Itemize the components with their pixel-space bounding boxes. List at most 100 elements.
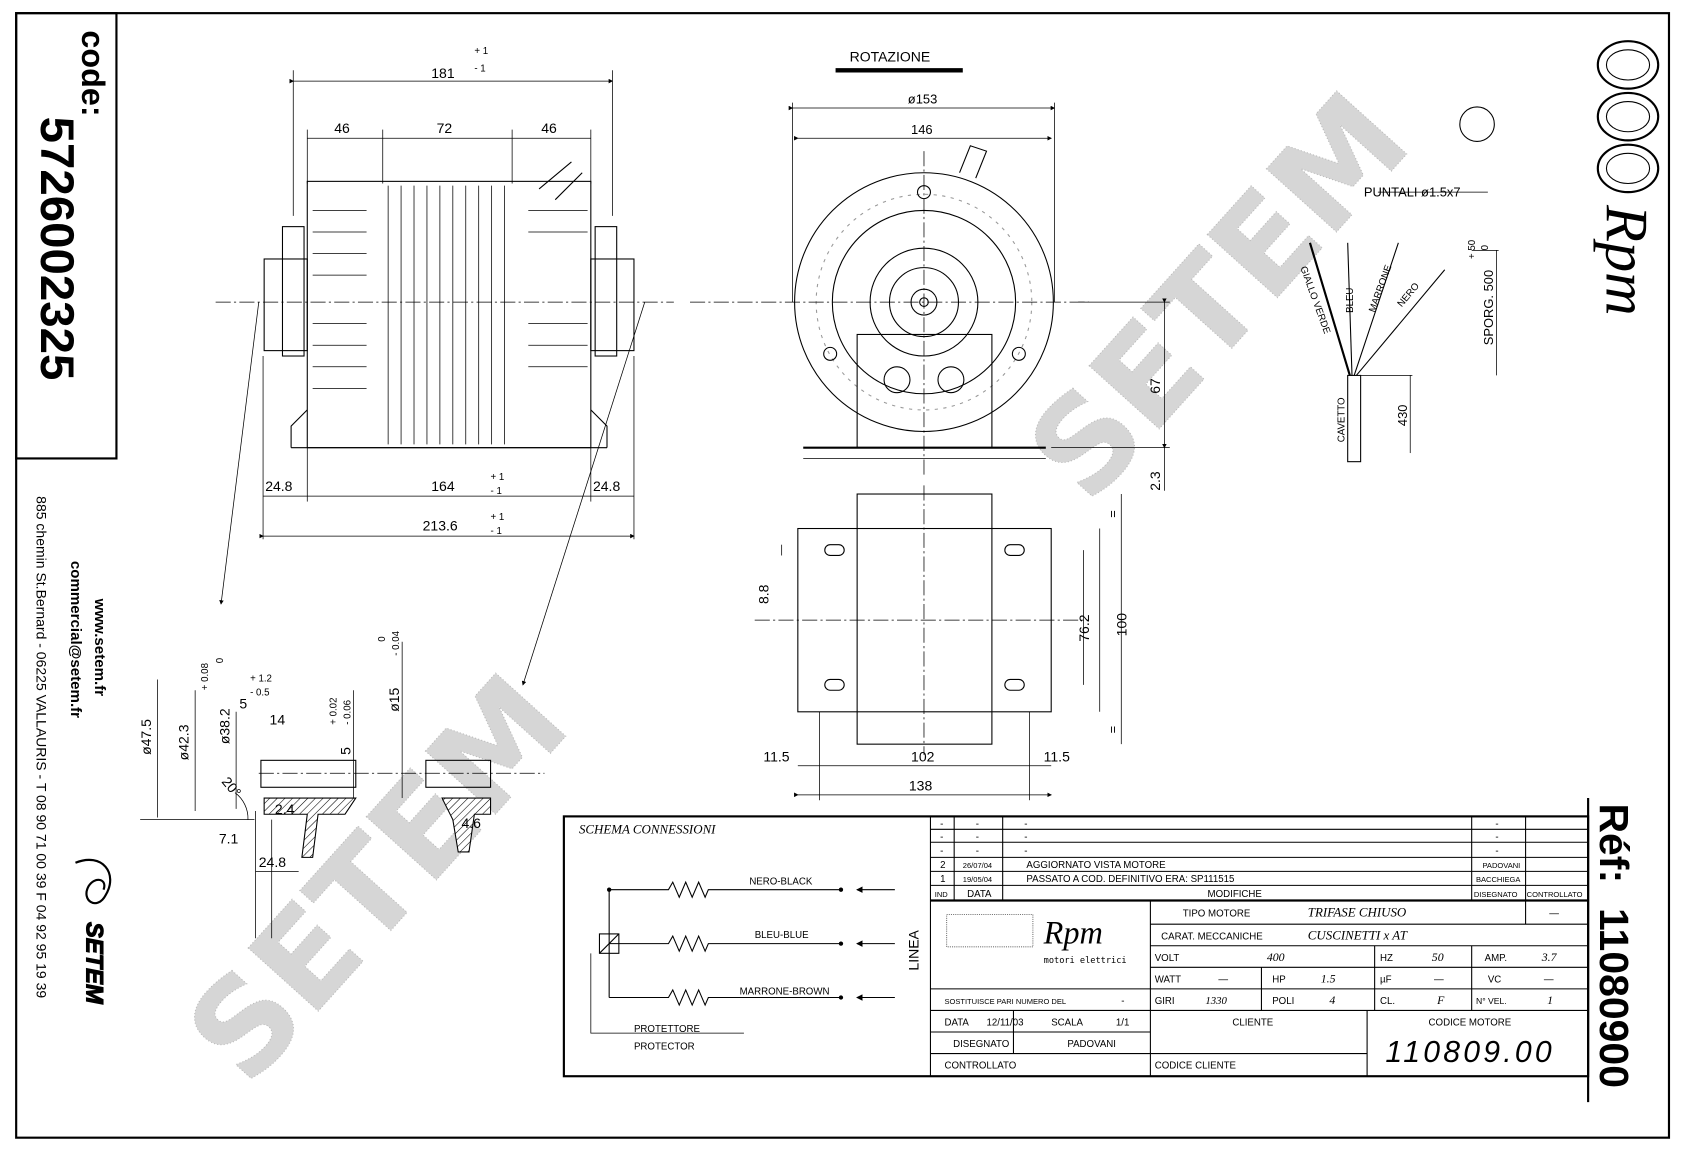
revisions-rows-3-date: 26/07/04 [963,861,992,870]
detail_view-dims-d42: ø42.3 [176,724,192,760]
contact-info: www.setem.fr commercial@setem.fr 885 che… [34,496,112,1005]
title_block-scala: 1/1 [1116,1018,1129,1029]
revisions-rows-0-date: - [976,819,979,830]
company-logo: Rpm motori elettrici [946,913,1127,966]
setem-brand: SETEM [80,922,106,1005]
revisions-headers-date: DATA [967,889,992,900]
title_block-uf: — [1434,974,1444,985]
side_view-dims-bottom_right: 24.8 [593,478,620,494]
revisions-rows-1-ind: - [940,832,943,843]
title_block-vc_label: VC [1488,974,1501,985]
schema-lines-0: NERO-BLACK [749,876,813,887]
detail_view-dims-d38_tol_plus: + 0.08 [200,663,211,690]
revisions-rows-4-drawn: BACCHIEGA [1476,875,1521,884]
title_block-disegnato: PADOVANI [1067,1039,1116,1050]
title_block-vc: — [1544,974,1554,985]
detail_view-dims-w248: 24.8 [259,854,286,870]
title_block-codice_motore_label: CODICE MOTORE [1429,1018,1512,1029]
revisions-rows-3-desc: AGGIORNATO VISTA MOTORE [1026,860,1166,871]
detail_view-dims-five_tol_minus: - 0.5 [250,688,269,699]
side_view-dims-right: 46 [541,120,557,136]
revisions-rows-0-drawn: - [1495,819,1498,830]
title_block-hp: 1.5 [1321,971,1336,985]
detail_view-dims-d38_tol_minus: 0 [215,657,226,663]
title_block-volt: 400 [1267,950,1285,964]
rpm_logo-text: Rpm [1043,915,1103,951]
front-view: ROTAZIONE ø153 146 67 2.3 [690,49,1170,491]
revisions-rows-4-desc: PASSATO A COD. DEFINITIVO ERA: SP111515 [1026,874,1234,885]
rpm_logo-text: Rpm [1592,204,1659,316]
front_view-dims-outer_dia: ø153 [908,92,937,107]
rpm-logo: Rpm [1459,40,1659,316]
title_block-controllato_label: CONTROLLATO [944,1061,1016,1072]
plan_view-dims-right_edge: 11.5 [1044,748,1070,764]
side_view-dims-bottom_mid_tol_plus: + 1 [491,472,505,483]
detail_view-dims-shaft5_tol_plus: + 0.02 [328,698,339,725]
detail_view-dims-d15: ø15 [386,687,402,711]
title_block-volt_label: VOLT [1155,953,1180,964]
detail_view-dims-shaft5: 5 [337,747,353,755]
revisions-rows-0-desc: - [1024,819,1027,830]
detail_view-dims-d47: ø47.5 [138,719,154,755]
title_block-giri: 1330 [1205,995,1227,1007]
detail_view-dims-fourteen: 14 [270,712,286,728]
plan_view-dims-outer: 100 [1114,613,1130,637]
side_view-dims-overall_tol_plus: + 1 [474,46,488,57]
side_view-dims-bottom_mid_tol_minus: - 1 [491,486,502,497]
title_block-amp: 3.7 [1541,950,1558,964]
address: 885 chemin St.Bernard - 06225 VALLAURIS … [34,496,50,998]
title_block-giri_label: GIRI [1155,996,1175,1007]
revisions-rows-0-ind: - [940,819,943,830]
title_block-poli: 4 [1329,993,1335,1007]
revisions-rows-2-date: - [976,846,979,857]
motor-specs: TIPO MOTORE TRIFASE CHIUSO — CARAT. MECC… [944,905,1559,1072]
title_block-cl: F [1436,993,1445,1007]
wiring-wires-2: MARRONE [1367,263,1394,314]
reference-number: Réf: 11080900 [1587,798,1637,1103]
title_block-watt: — [1218,974,1228,985]
revisions-headers-desc: MODIFICHE [1208,889,1263,900]
connection-schematic: NERO-BLACK BLEU-BLUE MARRONE-BROWN LINEA… [590,876,922,1052]
title_block-codice_cliente_label: CODICE CLIENTE [1155,1061,1237,1072]
website: www.setem.fr [91,598,108,697]
title_block-tipo_motore: TRIFASE CHIUSO [1308,905,1407,920]
title-block: SCHEMA CONNESSIONI NERO-BLACK BLEU-BLUE … [562,815,1590,1078]
side-view: 181 + 1 - 1 46 72 46 24.8 164 + 1 - 1 24… [215,46,674,686]
revisions-headers-drawn: DISEGNATO [1474,890,1518,899]
title_block-cl_label: CL. [1380,996,1395,1007]
title_block-carat_label: CARAT. MECCANICHE [1161,931,1263,942]
title_block-sostituisce: - [1121,996,1124,1007]
revisions-rows-2-desc: - [1024,846,1027,857]
detail_view-dims-d15_tol_plus: 0 [377,636,388,642]
schema-lines-1: BLEU-BLUE [755,930,809,941]
revisions-rows-4-date: 19/05/04 [963,875,992,884]
title_block-data: 12/11/03 [987,1018,1024,1029]
side_view-dims-total_tol_plus: + 1 [491,512,505,523]
revisions-rows-1-date: - [976,832,979,843]
front_view-dims-base: 2.3 [1147,471,1163,491]
front_view-dims-height: 67 [1147,378,1163,394]
rpm_logo-subtitle: motori elettrici [1044,956,1127,966]
detail_view-dims-five_tol_plus: + 1.2 [250,674,272,685]
title_block-hz: 50 [1432,950,1444,964]
reference-value: 11080900 [1591,908,1637,1088]
title_block-carat: CUSCINETTI x AT [1308,927,1408,942]
side_view-dims-total_tol_minus: - 1 [491,526,502,537]
detail_view-dims-seven1: 7.1 [219,830,239,846]
revisions-rows-2-ind: - [940,846,943,857]
side_view-dims-bottom_mid: 164 [431,478,455,494]
plan_view-dims-slot: 8.8 [756,584,772,604]
side_view-dims-overall_tol_minus: - 1 [474,63,485,74]
schema-title: SCHEMA CONNESSIONI [579,822,716,837]
title_block-uf_label: µF [1380,974,1392,985]
title_block-tipo_extra: — [1549,909,1559,920]
rotation-label: ROTAZIONE [850,49,931,65]
title_block-cliente_label: CLIENTE [1232,1018,1273,1029]
revisions-headers-checked: CONTROLLATO [1527,890,1583,899]
code-label: code: [75,30,111,116]
side_view-dims-middle: 72 [437,120,453,136]
front_view-dims-width: 146 [911,122,933,137]
detail_view-dims-two4: 2.4 [275,801,295,817]
